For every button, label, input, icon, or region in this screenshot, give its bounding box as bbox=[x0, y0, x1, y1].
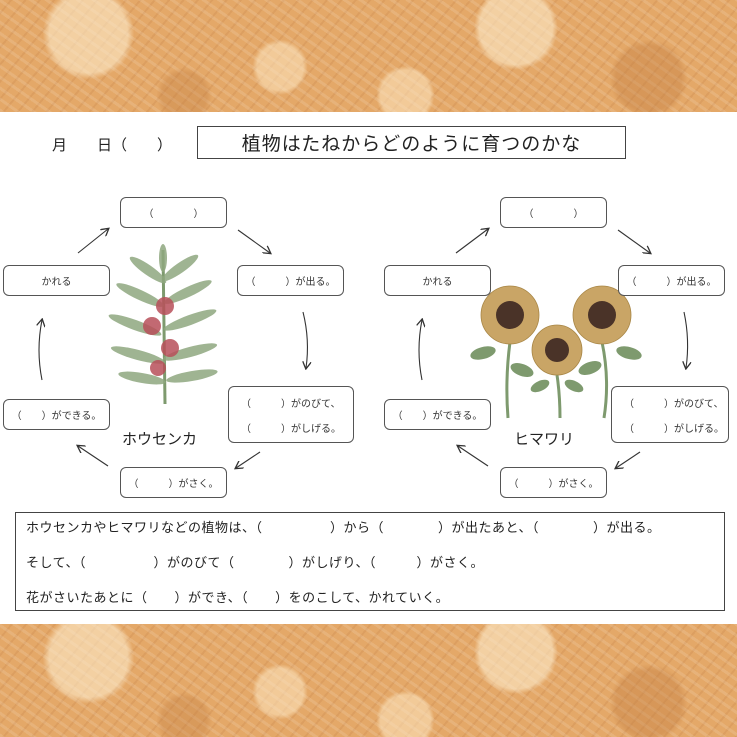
summary-line-2[interactable]: そして、（ ）がのびて（ ）がしげり、（ ）がさく。 bbox=[26, 552, 484, 571]
houseka-step-fruit[interactable]: （ ）ができる。 bbox=[3, 399, 110, 430]
arrow-houseka-2 bbox=[238, 230, 270, 253]
houseka-step-grow[interactable]: （ ）がのびて、 （ ）がしげる。 bbox=[228, 386, 354, 443]
arrow-himawari-2 bbox=[618, 230, 650, 253]
houseka-step-grow-line1: （ ）がのびて、 bbox=[241, 395, 341, 410]
himawari-step-grow-line1: （ ）がのびて、 bbox=[624, 395, 724, 410]
houseka-step-wither: かれる bbox=[3, 265, 110, 296]
himawari-step-fruit[interactable]: （ ）ができる。 bbox=[384, 399, 491, 430]
arrow-houseka-1 bbox=[78, 229, 108, 253]
arrow-houseka-3 bbox=[303, 312, 307, 368]
himawari-label: ヒマワリ bbox=[514, 428, 574, 449]
himawari-step-grow[interactable]: （ ）がのびて、 （ ）がしげる。 bbox=[611, 386, 729, 443]
summary-box: ホウセンカやヒマワリなどの植物は、（ ）から（ ）が出たあと、（ ）が出る。 そ… bbox=[15, 512, 725, 611]
houseka-step-sprout[interactable]: （ ）が出る。 bbox=[237, 265, 344, 296]
houseka-step-bloom[interactable]: （ ）がさく。 bbox=[120, 467, 227, 498]
summary-line-3[interactable]: 花がさいたあとに（ ）ができ、（ ）をのこして、かれていく。 bbox=[26, 587, 449, 606]
houseka-illustration bbox=[107, 244, 218, 404]
houseka-step-grow-line2: （ ）がしげる。 bbox=[241, 420, 341, 435]
arrow-himawari-3 bbox=[684, 312, 688, 368]
arrow-himawari-5 bbox=[458, 446, 488, 466]
houseka-label: ホウセンカ bbox=[122, 428, 197, 449]
arrow-himawari-6 bbox=[419, 320, 422, 380]
arrow-houseka-4 bbox=[236, 452, 260, 468]
arrow-himawari-4 bbox=[616, 452, 640, 468]
himawari-step-sprout[interactable]: （ ）が出る。 bbox=[618, 265, 725, 296]
arrow-houseka-5 bbox=[78, 446, 108, 466]
arrow-himawari-1 bbox=[456, 229, 488, 253]
himawari-step-wither: かれる bbox=[384, 265, 491, 296]
arrow-houseka-6 bbox=[39, 320, 42, 380]
summary-line-1[interactable]: ホウセンカやヒマワリなどの植物は、（ ）から（ ）が出たあと、（ ）が出る。 bbox=[26, 517, 660, 536]
houseka-step-seed[interactable]: （ ） bbox=[120, 197, 227, 228]
himawari-step-grow-line2: （ ）がしげる。 bbox=[624, 420, 724, 435]
himawari-step-seed[interactable]: （ ） bbox=[500, 197, 607, 228]
himawari-step-bloom[interactable]: （ ）がさく。 bbox=[500, 467, 607, 498]
